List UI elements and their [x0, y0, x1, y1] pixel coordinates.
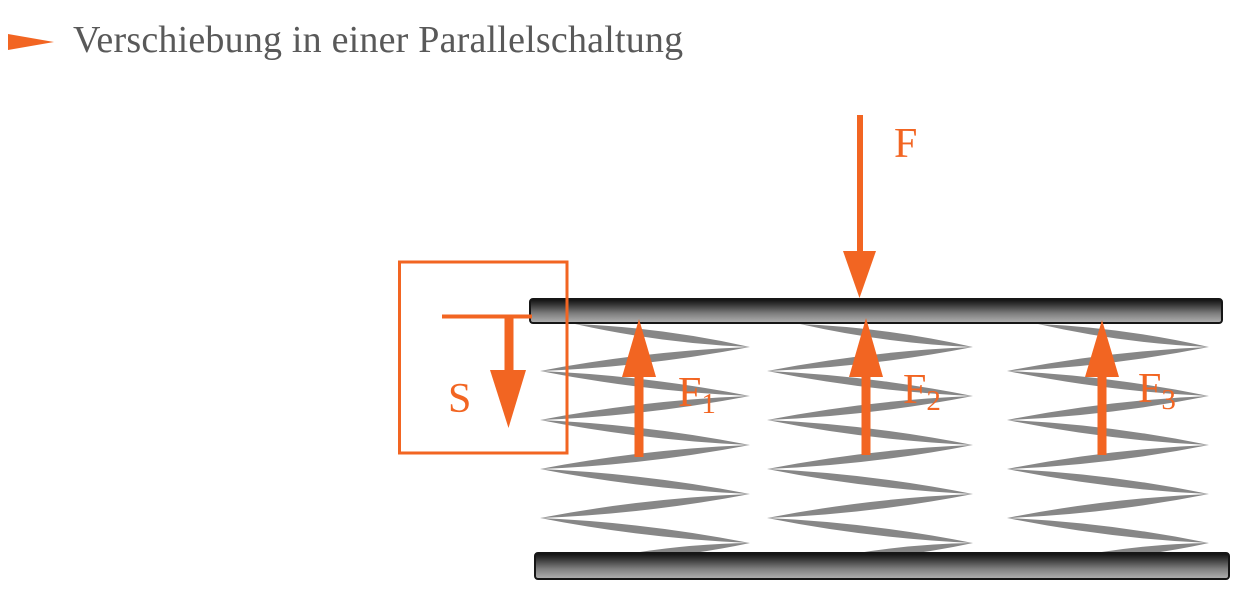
displacement-arrow-shaft	[504, 316, 514, 372]
applied-force-arrow	[843, 115, 876, 298]
spring-force-arrowhead-1	[622, 319, 656, 377]
spring-force-label-2: F2	[903, 367, 941, 417]
label-sub: 1	[701, 388, 716, 420]
spring-force-arrow-3	[1085, 320, 1119, 455]
label-main: F	[1138, 366, 1161, 412]
spring-force-label-1: F1	[678, 370, 716, 420]
spring-force-arrowhead-3	[1085, 320, 1119, 377]
applied-force-arrowhead	[843, 251, 876, 298]
spring-force-arrow-1	[622, 319, 656, 457]
displacement-reference-line	[442, 314, 532, 319]
spring-force-label-3: F3	[1138, 366, 1176, 416]
applied-force-label: F	[894, 121, 917, 167]
applied-force-shaft	[857, 115, 863, 253]
displacement-box-group: S	[398, 260, 569, 455]
spring-coil-3	[1007, 324, 1209, 561]
bottom-plate	[534, 552, 1230, 580]
top-plate	[529, 298, 1223, 324]
label-main: F	[903, 367, 926, 413]
label-sub: 3	[1161, 384, 1176, 416]
spring-coil-1	[540, 324, 750, 561]
displacement-box	[398, 260, 569, 455]
spring-force-arrow-2	[849, 318, 883, 455]
springs-group	[540, 324, 1209, 561]
page-title: Verschiebung in einer Parallelschaltung	[73, 19, 684, 61]
spring-coil-2	[767, 324, 973, 561]
spring-force-arrowhead-2	[849, 318, 883, 377]
right-triangle-icon	[8, 34, 54, 50]
displacement-label: S	[448, 376, 471, 422]
title-row: Verschiebung in einer Parallelschaltung	[8, 18, 683, 62]
spring-force-shaft-2	[861, 372, 871, 455]
spring-force-shaft-1	[634, 372, 644, 457]
spring-force-shaft-3	[1097, 372, 1107, 455]
label-main: F	[678, 370, 701, 416]
label-sub: 2	[926, 385, 941, 417]
displacement-arrowhead	[490, 370, 526, 428]
